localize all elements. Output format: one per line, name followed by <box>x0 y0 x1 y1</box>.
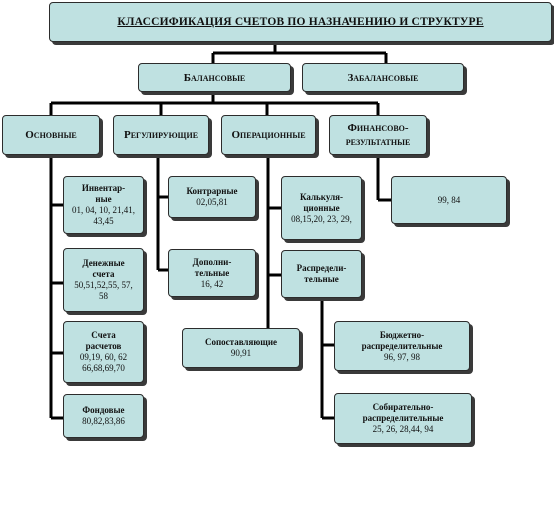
offbalance-accounts-label: Забалансовые <box>347 71 419 84</box>
fund-accounts-box: Фондовые 80,82,83,86 <box>63 394 144 438</box>
comparing-accounts-codes: 90,91 <box>230 348 252 358</box>
cash-accounts-box: Денежные счета 50,51,52,55, 57, 58 <box>63 248 144 312</box>
contra-accounts-name: Контрарные <box>186 186 238 196</box>
budget-distributive-codes: 96, 97, 98 <box>384 351 420 362</box>
distributive-accounts-box: Распредели-тельные <box>281 250 362 298</box>
additional-accounts-codes: 16, 42 <box>200 278 224 289</box>
collective-distributive-codes: 25, 26, 28,44, 94 <box>372 424 434 434</box>
additional-accounts-name: Дополни-тельные <box>192 256 232 278</box>
balance-accounts-box: Балансовые <box>138 63 291 92</box>
additional-accounts-box: Дополни-тельные 16, 42 <box>168 249 256 297</box>
cash-accounts-codes: 50,51,52,55, 57, 58 <box>74 280 133 301</box>
comparing-accounts-name: Сопоставляющие <box>204 337 278 347</box>
offbalance-accounts-box: Забалансовые <box>302 63 464 92</box>
fund-accounts-name: Фондовые <box>82 405 125 415</box>
calculation-accounts-codes: 08,15,20, 23, 29, <box>291 213 352 224</box>
contra-accounts-codes: 02,05,81 <box>196 197 228 207</box>
financial-result-codes-box: 99, 84 <box>391 176 507 224</box>
settlement-accounts-box: Счета расчетов 09,19, 60, 62 66,68,69,70 <box>63 321 144 383</box>
settlement-accounts-name: Счета расчетов <box>85 330 122 351</box>
financial-result-codes: 99, 84 <box>437 194 461 205</box>
inventory-accounts-codes: 01, 04, 10, 21,41, 43,45 <box>72 205 135 226</box>
calculation-accounts-box: Калькуля-ционные 08,15,20, 23, 29, <box>281 176 362 240</box>
inventory-accounts-name: Инвентар-ные <box>81 183 126 204</box>
diagram-title-box: КЛАССИФИКАЦИЯ СЧЕТОВ ПО НАЗНАЧЕНИЮ И СТР… <box>49 2 552 42</box>
contra-accounts-box: Контрарные 02,05,81 <box>168 176 256 218</box>
main-accounts-box: Основные <box>2 115 100 155</box>
diagram-title: КЛАССИФИКАЦИЯ СЧЕТОВ ПО НАЗНАЧЕНИЮ И СТР… <box>117 16 484 28</box>
operational-accounts-label: Операционные <box>231 129 306 141</box>
financial-result-accounts-label: Финансово-результатные <box>345 122 411 148</box>
settlement-accounts-codes: 09,19, 60, 62 66,68,69,70 <box>79 352 128 373</box>
financial-result-accounts-box: Финансово-результатные <box>329 115 427 155</box>
inventory-accounts-box: Инвентар-ные 01, 04, 10, 21,41, 43,45 <box>63 176 144 234</box>
operational-accounts-box: Операционные <box>221 115 316 155</box>
balance-accounts-label: Балансовые <box>183 71 246 84</box>
fund-accounts-codes: 80,82,83,86 <box>82 416 125 426</box>
budget-distributive-box: Бюджетно-распределительные 96, 97, 98 <box>334 321 470 371</box>
budget-distributive-name: Бюджетно-распределительные <box>361 329 443 351</box>
collective-distributive-box: Собирательно-распределительные 25, 26, 2… <box>334 393 472 444</box>
distributive-accounts-name: Распредели-тельные <box>296 263 347 284</box>
regulating-accounts-box: Регулирующие <box>113 115 209 155</box>
comparing-accounts-box: Сопоставляющие 90,91 <box>182 328 300 368</box>
cash-accounts-name: Денежные счета <box>82 258 125 279</box>
main-accounts-label: Основные <box>25 129 77 141</box>
collective-distributive-name: Собирательно-распределительные <box>362 402 444 423</box>
calculation-accounts-name: Калькуля-ционные <box>299 191 344 213</box>
regulating-accounts-label: Регулирующие <box>123 129 199 141</box>
